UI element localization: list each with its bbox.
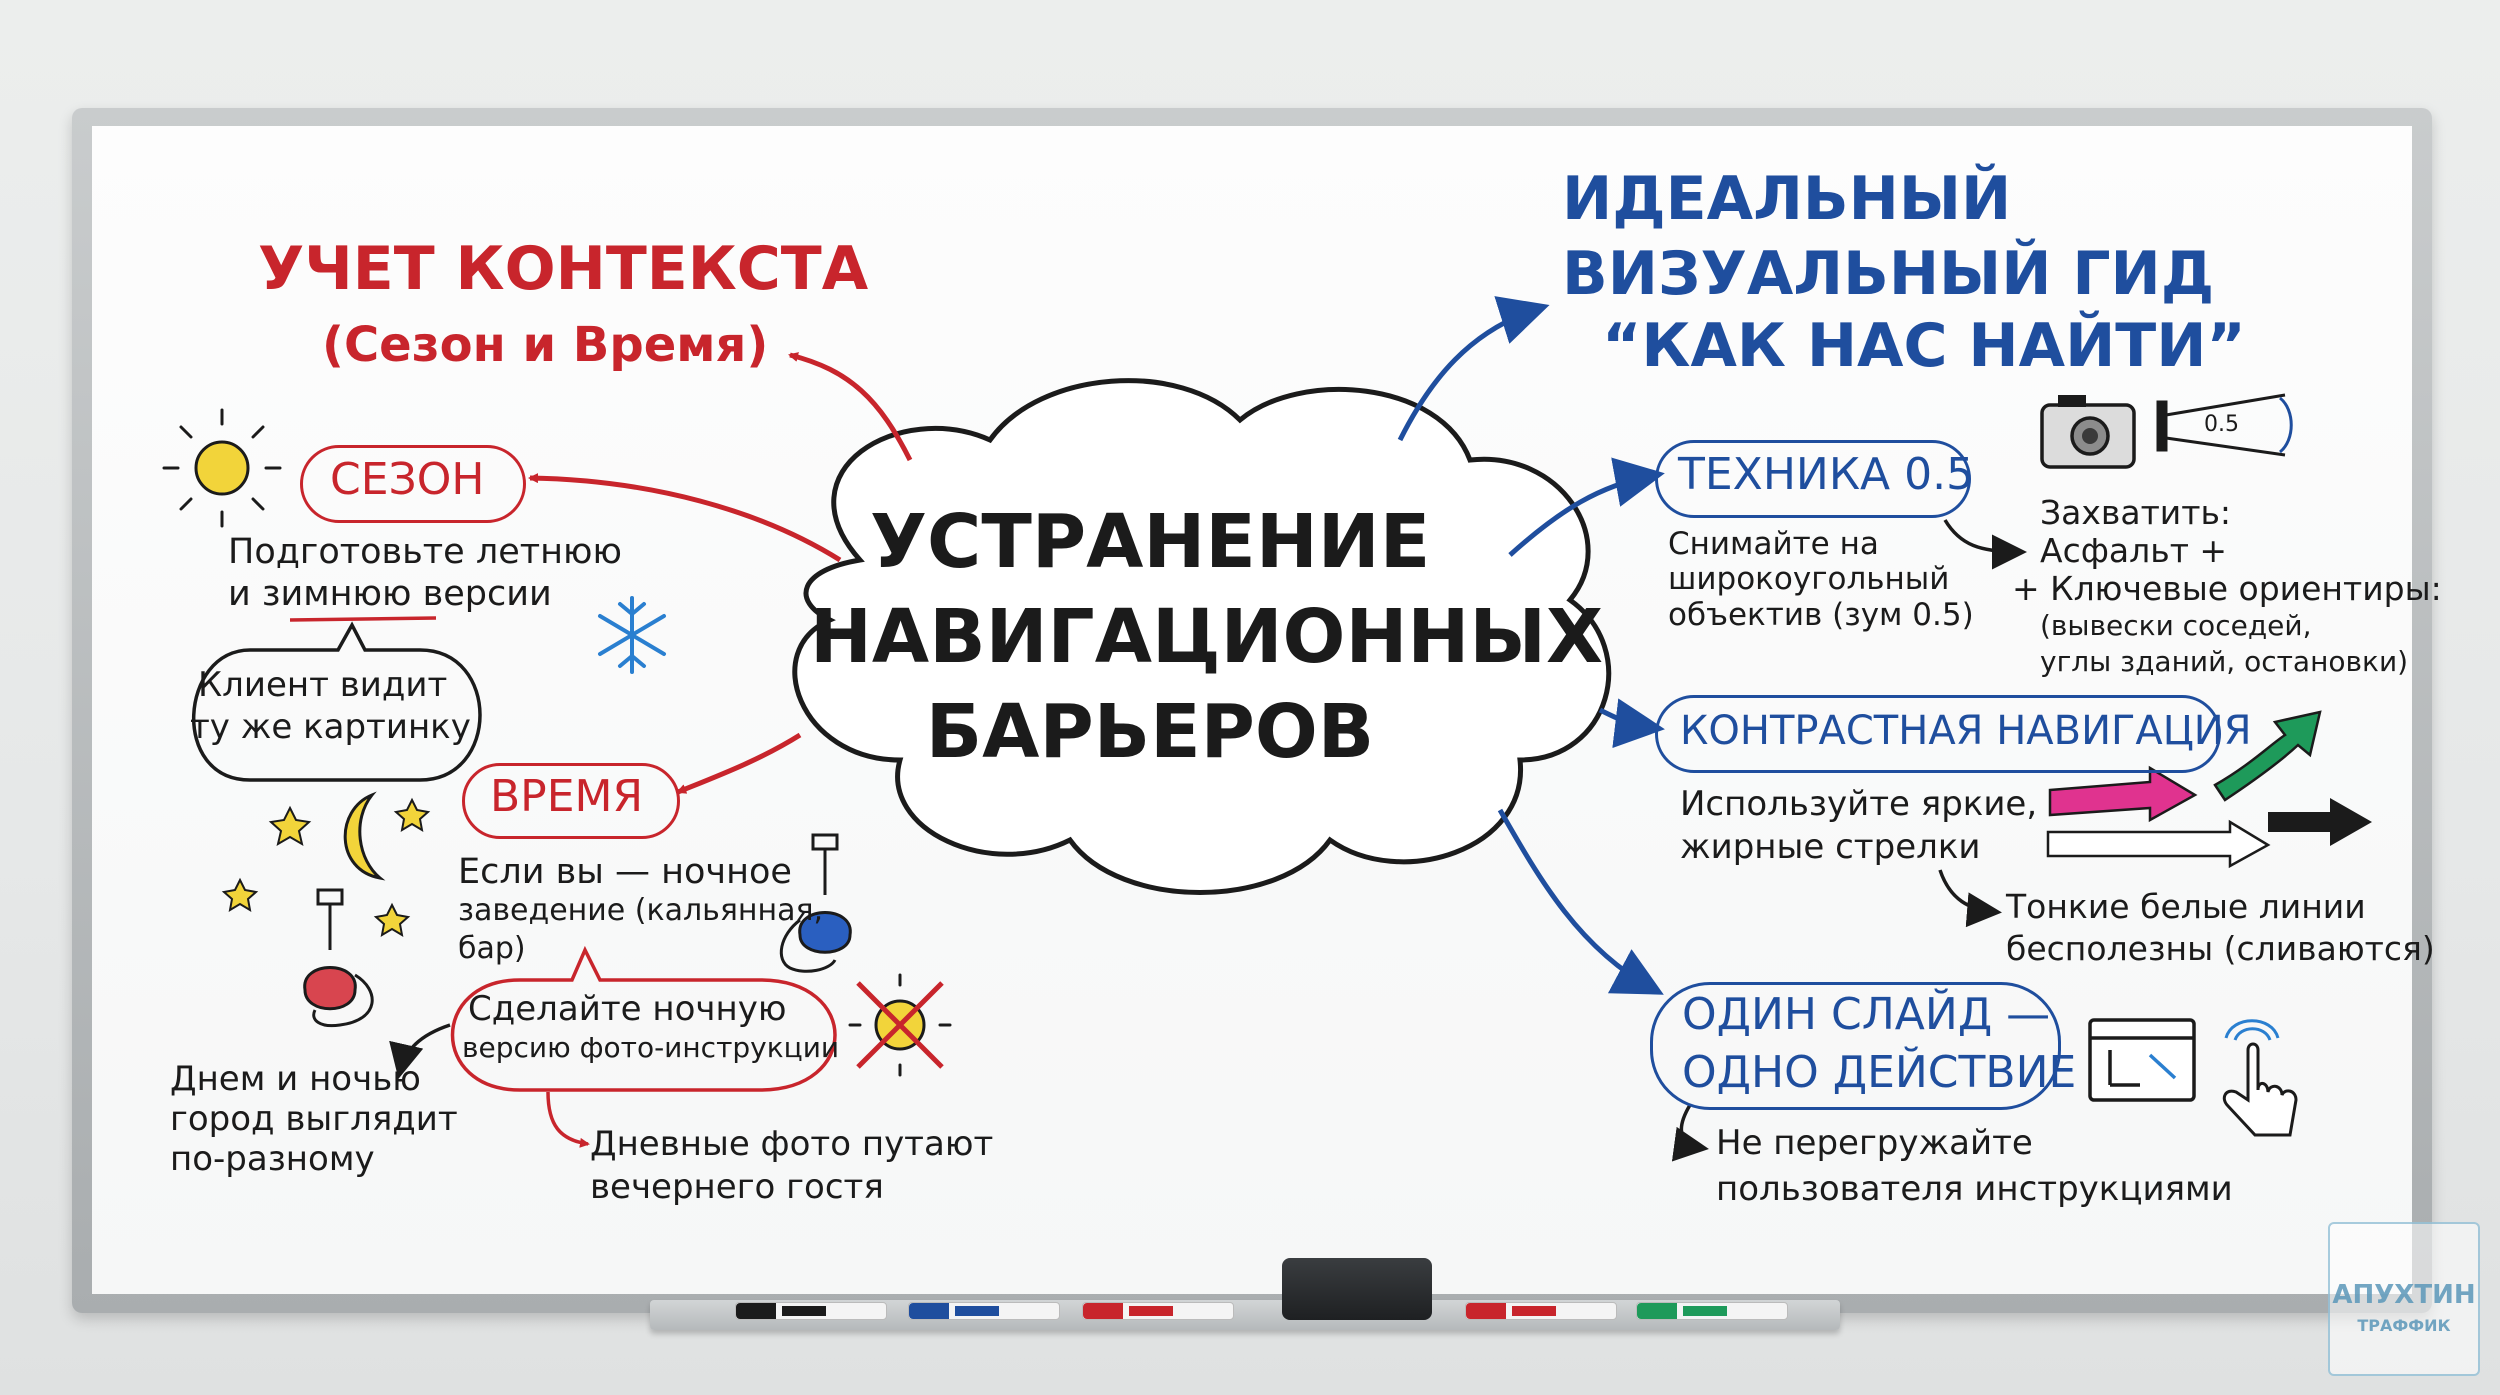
arrow-to-guide-title (1397, 296, 1550, 442)
capture-line1: Захватить: (2040, 493, 2232, 532)
arrow-night-bubble-to-note (546, 1091, 590, 1148)
slide-window-icon (2088, 1018, 2196, 1102)
time-label: ВРЕМЯ (490, 771, 644, 822)
thin-lines-note-line2: бесполезны (сливаются) (2006, 929, 2435, 968)
day-night-line2: город выглядит (170, 1099, 458, 1139)
night-bubble-line2: версию фото-инструкции (462, 1031, 840, 1064)
season-text-winter: зимнюю (261, 574, 412, 614)
guide-title-line3: “КАК НАС НАЙТИ” (1602, 311, 2246, 381)
client-bubble-line1: Клиент видит (198, 665, 448, 705)
arrow-to-technique (1508, 457, 1665, 557)
contrast-text-line1: Используйте яркие, (1680, 784, 2038, 824)
client-bubble-line2: ту же картинку (190, 707, 471, 747)
star-icon (221, 797, 431, 937)
technique-text-line1: Снимайте на (1668, 526, 1879, 562)
camera-icon (2040, 395, 2136, 469)
arrow-slide-to-text (1671, 1104, 1709, 1162)
arrow-to-thin-lines-note (1938, 869, 2002, 928)
arrow-technique-to-capture (1943, 519, 2027, 570)
arrow-to-context-title (788, 352, 913, 462)
slide-pill (1650, 982, 2061, 1110)
context-title: УЧЕТ КОНТЕКСТА (258, 234, 869, 304)
marker-green (1636, 1302, 1788, 1320)
slide-text-line1: Не перегружайте (1716, 1123, 2033, 1163)
arrow-to-time (676, 732, 802, 795)
day-night-line3: по-разному (170, 1139, 375, 1179)
day-night-line1: Днем и ночью (170, 1059, 421, 1099)
contrast-text-line2: жирные стрелки (1680, 827, 1981, 867)
contrast-pill (1655, 695, 2221, 773)
time-pill (462, 763, 680, 839)
slide-text-line2: пользователя инструкциями (1716, 1169, 2233, 1209)
technique-text-line2: широкоугольный (1668, 561, 1950, 597)
context-subtitle: (Сезон и Время) (322, 317, 769, 373)
sun-icon (162, 408, 282, 528)
day-photo-note-line2: вечернего гостя (590, 1167, 884, 1207)
hookah-icon (303, 888, 374, 1028)
capture-line3: + Ключевые ориентиры: (2012, 569, 2442, 608)
marker-black (735, 1302, 887, 1320)
day-photo-note-line1: Дневные фото путают (590, 1124, 994, 1164)
client-bubble (191, 621, 482, 782)
time-text-line3: бар) (458, 931, 526, 966)
night-version-bubble (450, 945, 837, 1092)
pink-arrow-icon (2048, 765, 2198, 823)
time-text-line2: заведение (кальянная, (458, 893, 824, 928)
technique-text-line3: объектив (зум 0.5) (1668, 597, 1974, 633)
arrow-night-bubble-to-side (389, 1023, 451, 1079)
logo-line1: АПУХТИН (2332, 1280, 2476, 1310)
technique-pill (1655, 440, 1971, 518)
capture-line5: углы зданий, остановки) (2040, 645, 2409, 678)
moon-icon (343, 791, 386, 881)
time-text-line1: Если вы — ночное (458, 852, 792, 892)
season-text-versions: версии (411, 574, 552, 614)
capture-line2: Асфальт + (2040, 531, 2228, 570)
season-text-line2: и зимнюю версии (228, 574, 552, 614)
slide-label-line2: ОДНО ДЕЙСТВИЕ (1682, 1047, 2077, 1098)
center-title-line2: НАВИГАЦИОННЫХ (810, 594, 1604, 680)
marker-red (1082, 1302, 1234, 1320)
thin-lines-note-line1: Тонкие белые линии (2006, 887, 2366, 926)
center-title-line1: УСТРАНЕНИЕ (870, 499, 1431, 585)
arrow-to-season (528, 473, 842, 563)
guide-title-line1: ИДЕАЛЬНЫЙ (1562, 164, 2012, 234)
lens-zoom-label: 0.5 (2204, 412, 2239, 437)
wide-lens-icon (2156, 393, 2293, 457)
arrow-to-contrast (1598, 698, 1665, 749)
season-label: СЕЗОН (330, 454, 485, 505)
marker-blue (908, 1302, 1060, 1320)
central-cloud (792, 378, 1612, 895)
night-bubble-line1: Сделайте ночную (468, 989, 787, 1029)
guide-title-line2: ВИЗУАЛЬНЫЙ ГИД (1562, 239, 2215, 309)
contrast-label: КОНТРАСТНАЯ НАВИГАЦИЯ (1680, 708, 2252, 754)
arrow-to-slide (1497, 808, 1664, 995)
green-arrow-icon (2213, 710, 2322, 802)
crossed-sun-icon (848, 973, 952, 1077)
capture-line4: (вывески соседей, (2040, 609, 2312, 642)
marker-red-2 (1465, 1302, 1617, 1320)
underline-winter (289, 616, 437, 622)
black-arrow-icon (2268, 798, 2372, 846)
season-text-and: и (228, 574, 262, 614)
snowflake-icon (598, 596, 666, 674)
logo-line2: ТРАФФИК (2357, 1316, 2451, 1335)
hookah-icon (779, 833, 852, 973)
slide-label-line1: ОДИН СЛАЙД — (1682, 989, 2051, 1040)
center-title-line3: БАРЬЕРОВ (925, 689, 1375, 775)
season-text-line1: Подготовьте летнюю (228, 532, 622, 572)
tap-hand-icon (2222, 1019, 2298, 1137)
technique-label: ТЕХНИКА 0.5 (1678, 449, 1975, 500)
white-arrow-icon (2046, 819, 2271, 869)
eraser (1282, 1258, 1432, 1320)
watermark-logo: АПУХТИН ТРАФФИК (2328, 1222, 2480, 1376)
season-pill (300, 445, 526, 523)
